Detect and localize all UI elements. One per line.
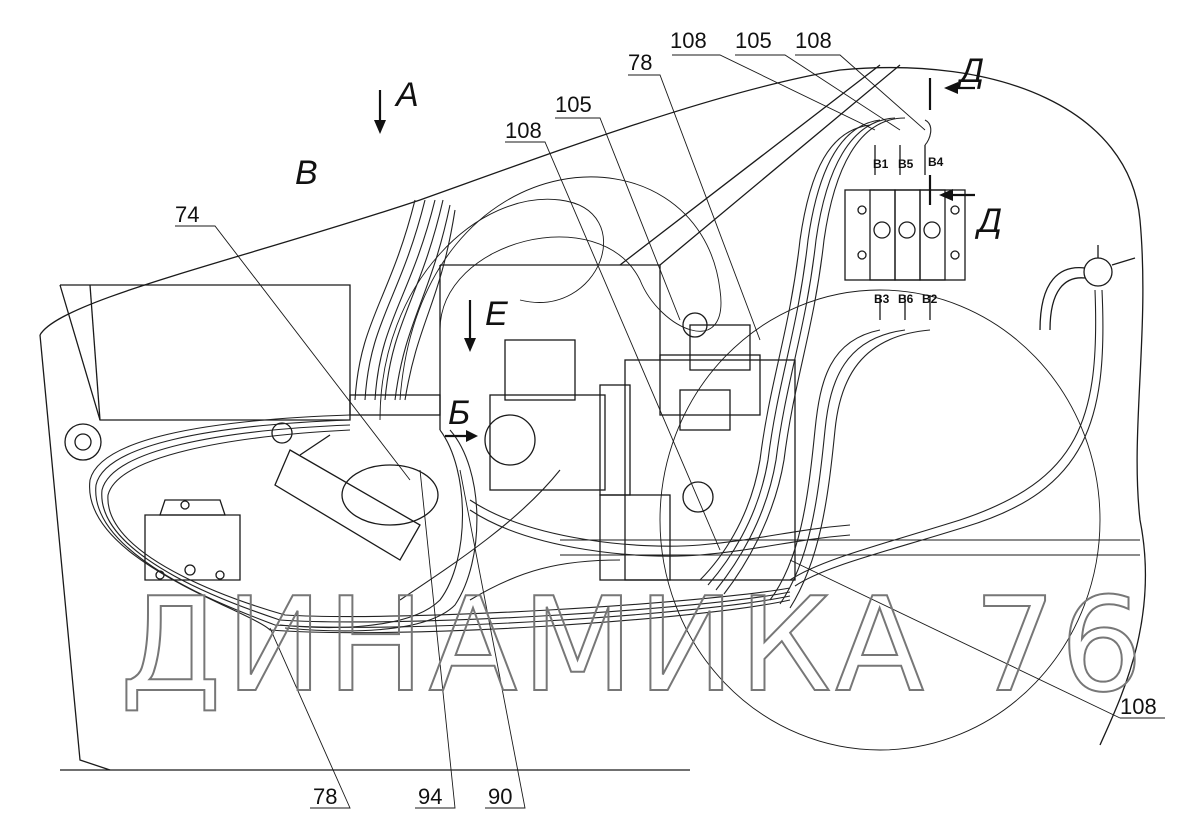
callout-94: 94	[418, 784, 442, 809]
mounting-plate	[144, 499, 241, 581]
hose-bundle-cross	[399, 469, 851, 601]
hose-bundle-upper	[349, 199, 456, 416]
hose-bundle-lower	[89, 414, 791, 634]
port-label-b6: В6	[898, 292, 914, 306]
callout-105-mid: 105	[555, 92, 592, 117]
view-label-d-side: Д	[974, 202, 1002, 240]
view-arrows	[374, 78, 975, 442]
port-label-b3: В3	[874, 292, 890, 306]
callout-108-top-left: 108	[670, 28, 707, 53]
callout-90: 90	[488, 784, 512, 809]
callout-105-top: 105	[735, 28, 772, 53]
callout-108-mid: 108	[505, 118, 542, 143]
watermark-text: ДИНАМИКА 76	[120, 569, 1147, 721]
port-label-b1: В1	[873, 157, 889, 171]
callout-108-top-right: 108	[795, 28, 832, 53]
view-label-a: А	[394, 76, 419, 114]
callout-108-right: 108	[1120, 694, 1157, 719]
filler-neck	[789, 245, 1136, 587]
pump-motor	[484, 312, 796, 581]
frame-contour	[39, 64, 1147, 771]
view-label-b: Б	[448, 394, 470, 432]
view-label-d-top: Д	[956, 52, 984, 90]
view-label-v: В	[295, 154, 318, 192]
hose-bundle-right	[699, 117, 932, 609]
control-valve-block	[844, 145, 966, 320]
view-label-e: Е	[485, 295, 508, 333]
callout-74: 74	[175, 202, 199, 227]
callout-78-bottom: 78	[313, 784, 337, 809]
pivot-bracket	[64, 422, 293, 461]
port-label-b4: В4	[928, 155, 944, 169]
accumulator	[274, 434, 439, 561]
leader-lines	[175, 54, 1165, 809]
callout-78-top: 78	[628, 50, 652, 75]
port-label-b5: В5	[898, 157, 914, 171]
port-label-b2: В2	[922, 292, 938, 306]
